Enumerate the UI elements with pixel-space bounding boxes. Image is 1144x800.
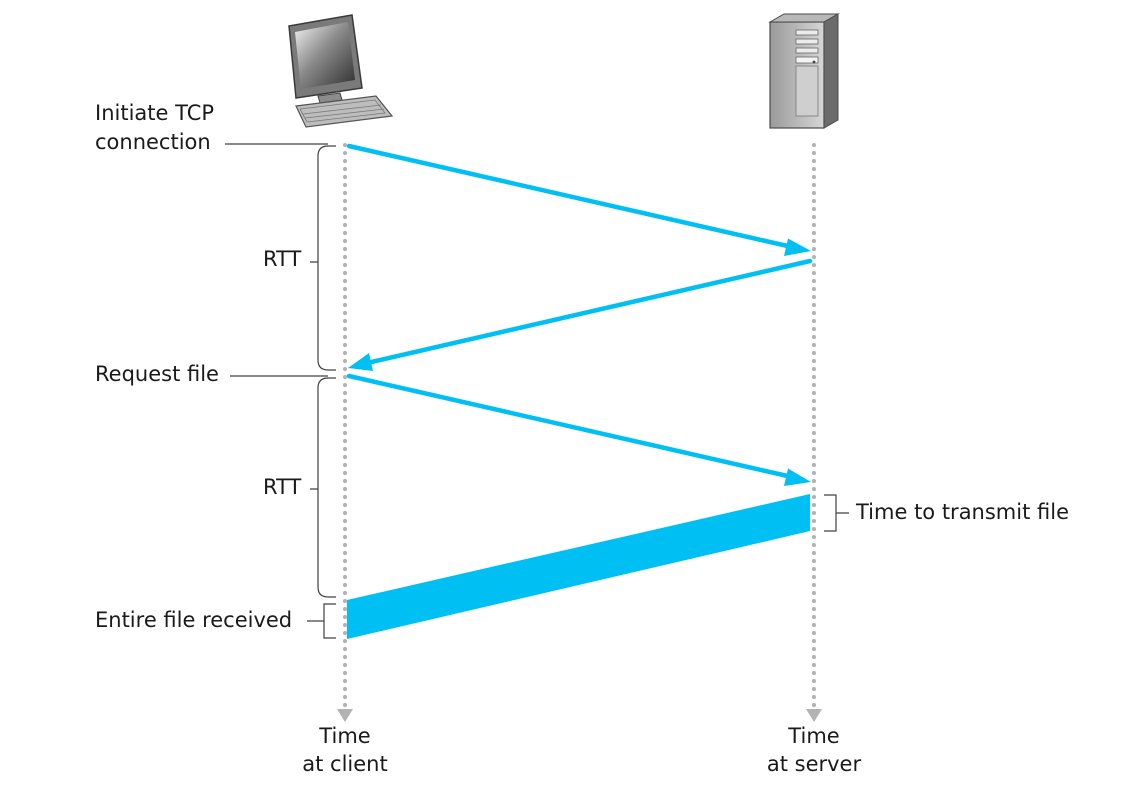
rtt-first-bracket [310, 145, 336, 371]
time-to-transmit-label: Time to transmit file [856, 500, 1069, 524]
client-timeline-arrowhead [337, 709, 353, 722]
synack-arrow [348, 258, 813, 371]
desktop-computer-icon [288, 14, 394, 128]
request-arrow [346, 373, 811, 486]
server-timeline-arrowhead [806, 709, 822, 722]
client-axis-label-line1: Time [319, 724, 371, 748]
file-transmission-band [347, 494, 810, 639]
server-tower-icon [768, 13, 840, 129]
transmit-time-bracket [824, 494, 849, 532]
file-received-bracket [307, 603, 336, 639]
request-file-label: Request file [95, 362, 219, 386]
server-axis-label-line1: Time [788, 724, 840, 748]
server-axis-label-line2: at server [766, 752, 862, 776]
rtt-label-second: RTT [263, 475, 302, 499]
rtt-second-bracket [310, 377, 336, 598]
rtt-label-first: RTT [263, 247, 302, 271]
initiate-tcp-label-line2: connection [95, 130, 211, 154]
syn-arrow [346, 143, 811, 256]
initiate-tcp-label-line1: Initiate TCP [95, 101, 215, 125]
entire-file-received-label: Entire file received [95, 608, 293, 632]
client-axis-label-line2: at client [302, 752, 388, 776]
